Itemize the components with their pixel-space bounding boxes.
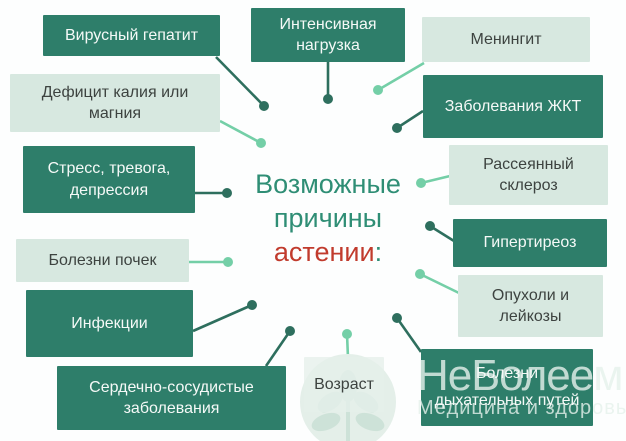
node-label: Инфекции <box>71 314 148 332</box>
node-label: Вирусный гепатит <box>64 26 199 44</box>
cause-node-intensive-load: Интенсивная нагрузка <box>251 8 405 62</box>
node-label: Интенсивная нагрузка <box>279 15 377 54</box>
cause-node-age: Возраст <box>304 357 384 412</box>
cause-node-meningitis: Менингит <box>422 17 590 62</box>
node-label: Возраст <box>314 375 374 393</box>
cause-node-stress-anxiety-depression: Стресс, тревога, депрессия <box>23 146 195 213</box>
cause-node-infections: Инфекции <box>26 290 193 357</box>
node-label: Стресс, тревога, депрессия <box>47 160 171 199</box>
cause-node-respiratory-diseases <box>421 349 593 426</box>
respiratory-node-label: Болезни дыхательных путей <box>434 365 580 409</box>
node-label: Опухоли и лейкозы <box>491 286 570 325</box>
cause-node-kidney-diseases: Болезни почек <box>16 239 189 282</box>
title-red-text: астении <box>273 237 375 267</box>
cause-node-cardiovascular-diseases: Сердечно-сосудистые заболевания <box>57 366 286 430</box>
cause-node-viral-hepatitis: Вирусный гепатит <box>43 15 220 56</box>
node-label: Рассеянный склероз <box>483 155 574 194</box>
cause-node-tumors-leukemia: Опухоли и лейкозы <box>458 275 603 337</box>
node-label: Болезни почек <box>48 251 157 269</box>
cause-node-gi-diseases: Заболевания ЖКТ <box>423 75 603 138</box>
diagram-title: Возможные причины астении: <box>240 167 416 269</box>
cause-node-hyperthyroidism: Гипертиреоз <box>453 219 607 267</box>
title-colon: : <box>374 237 383 267</box>
cause-node-potassium-magnesium-deficit: Дефицит калия или магния <box>10 74 220 132</box>
node-label: Заболевания ЖКТ <box>444 97 582 115</box>
node-label: Сердечно-сосудистые заболевания <box>89 378 254 417</box>
node-label: Менингит <box>470 30 542 48</box>
cause-node-multiple-sclerosis: Рассеянный склероз <box>449 145 608 205</box>
title-green-text: Возможные причины <box>255 169 401 233</box>
node-label: Гипертиреоз <box>483 234 577 252</box>
node-label: Дефицит калия или магния <box>41 83 189 122</box>
